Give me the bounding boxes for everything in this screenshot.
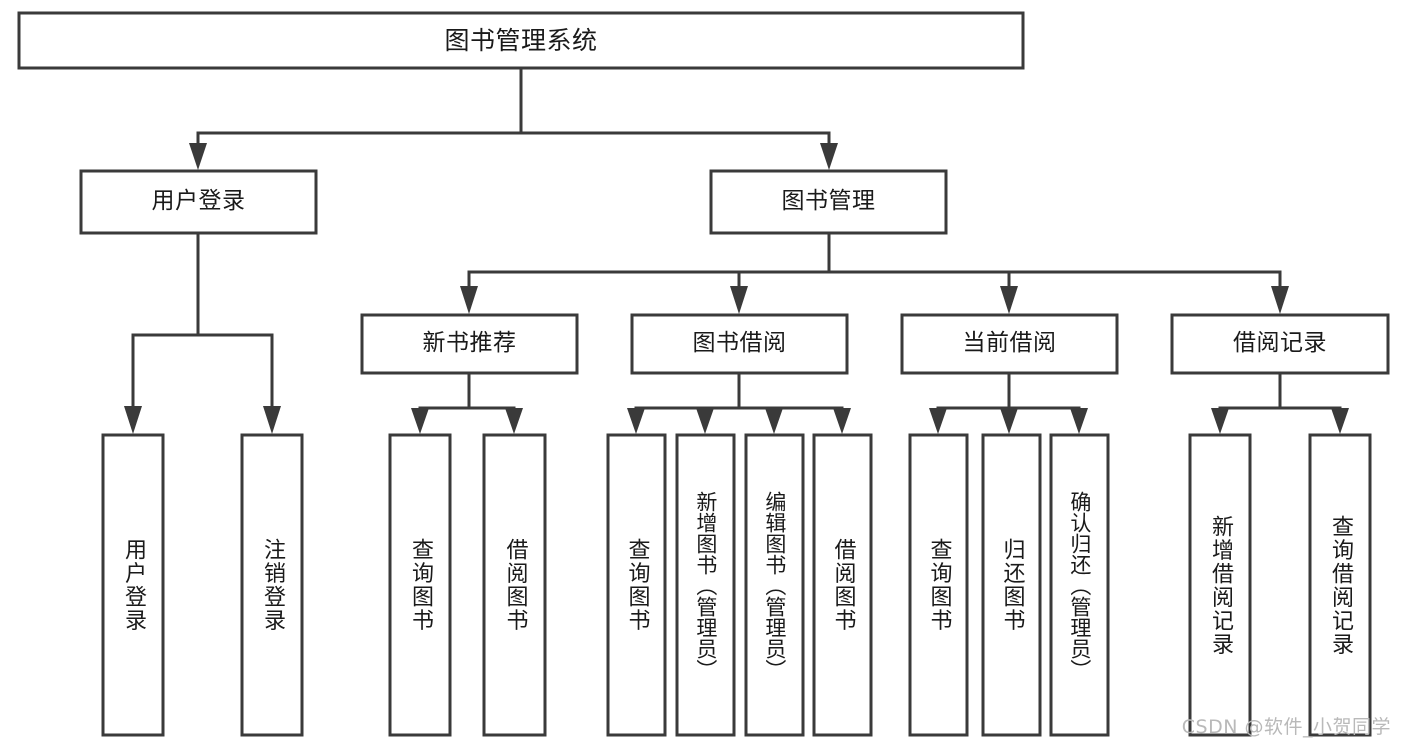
arrowhead-book-management: [820, 143, 838, 170]
arrowhead-user-login: [189, 143, 207, 170]
arrowhead-current-borrow: [1000, 286, 1018, 314]
leaf-box-user-login-1[interactable]: [240, 433, 304, 737]
leaf-box-new-book-0[interactable]: [388, 433, 452, 737]
arrowhead-book-borrow-leaf-0: [627, 408, 645, 434]
leaf-box-current-borrow-2[interactable]: [1049, 433, 1110, 737]
arrowhead-book-borrow: [730, 286, 748, 314]
arrowhead-current-borrow-leaf-0: [929, 408, 947, 434]
node-box-book-borrow[interactable]: [630, 313, 849, 375]
arrowhead-book-borrow-leaf-2: [765, 408, 783, 434]
leaf-box-book-borrow-3[interactable]: [812, 433, 873, 737]
leaf-box-book-borrow-0[interactable]: [606, 433, 667, 737]
leaf-box-borrow-records-1[interactable]: [1308, 433, 1372, 737]
node-box-root[interactable]: [17, 11, 1025, 70]
arrowhead-book-borrow-leaf-3: [833, 408, 851, 434]
arrowhead-current-borrow-leaf-1: [1000, 408, 1018, 434]
leaf-box-book-borrow-2[interactable]: [744, 433, 805, 737]
arrowhead-current-borrow-leaf-2: [1070, 408, 1088, 434]
leaf-box-new-book-1[interactable]: [482, 433, 547, 737]
arrowhead-user-login-leaf-0: [124, 406, 142, 434]
leaf-box-book-borrow-1[interactable]: [675, 433, 736, 737]
arrowhead-book-borrow-leaf-1: [696, 408, 714, 434]
arrowhead-borrow-records: [1271, 286, 1289, 314]
node-box-user-login[interactable]: [79, 169, 318, 235]
arrowhead-new-book-leaf-1: [505, 408, 523, 434]
arrowhead-user-login-leaf-1: [263, 406, 281, 434]
leaf-box-user-login-0[interactable]: [101, 433, 165, 737]
node-box-new-book-recommend[interactable]: [360, 313, 579, 375]
leaf-box-current-borrow-0[interactable]: [908, 433, 969, 737]
node-box-current-borrow[interactable]: [900, 313, 1119, 375]
arrowhead-borrow-records-leaf-0: [1211, 408, 1229, 434]
arrowhead-borrow-records-leaf-1: [1331, 408, 1349, 434]
arrowhead-new-book-leaf-0: [411, 408, 429, 434]
leaf-box-borrow-records-0[interactable]: [1188, 433, 1252, 737]
node-box-borrow-records[interactable]: [1170, 313, 1390, 375]
node-box-book-management[interactable]: [709, 169, 948, 235]
arrowhead-new-book-recommend: [460, 286, 478, 314]
leaf-box-current-borrow-1[interactable]: [981, 433, 1042, 737]
